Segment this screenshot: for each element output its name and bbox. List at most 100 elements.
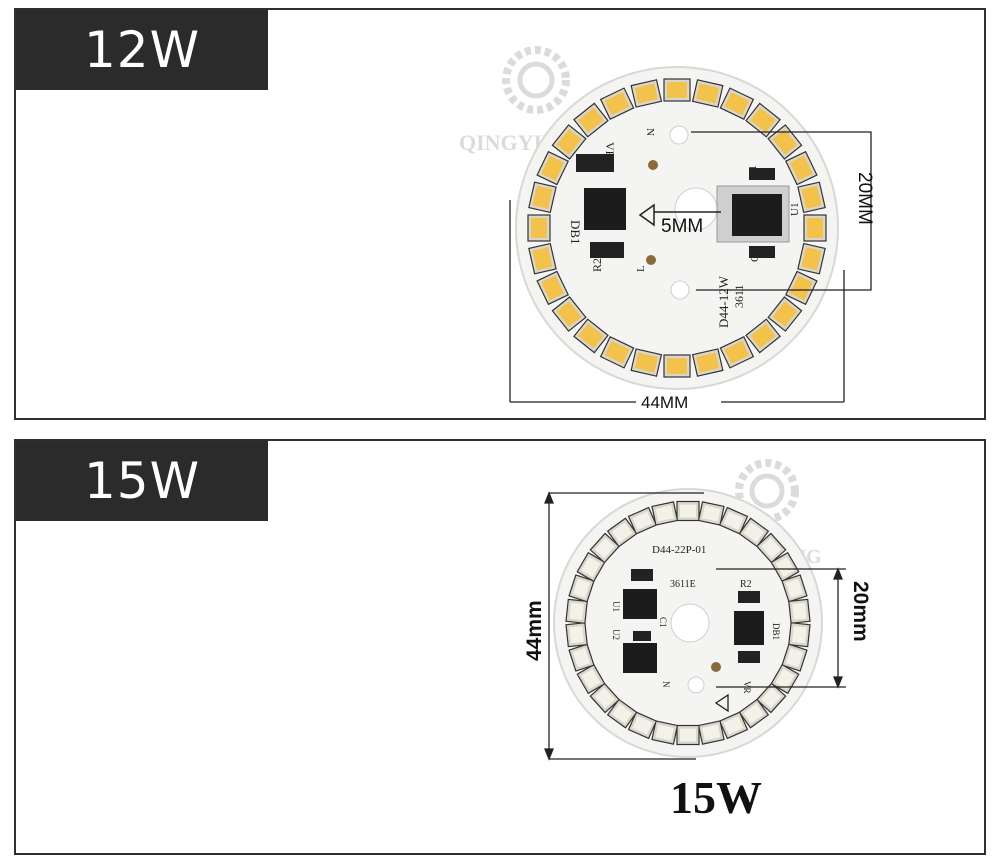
dimension-diameter-12w [509, 200, 845, 403]
12w-led-phosphor [667, 82, 687, 98]
silk-c1-15w: C1 [658, 617, 668, 628]
silk-r2-15w: R2 [740, 579, 752, 590]
dimension-diameter-15w [544, 491, 704, 761]
12w-led-phosphor [667, 358, 687, 374]
15w-led-phosphor [581, 556, 601, 578]
12w-led-phosphor [772, 301, 798, 327]
board-code-12w: D44-12W [716, 275, 731, 328]
12w-led-phosphor [541, 275, 565, 301]
12w-led-phosphor [696, 83, 720, 104]
12w-led-phosphor [604, 92, 630, 116]
15w-led-phosphor [702, 724, 721, 741]
wattage-label-15w: 15W [83, 452, 201, 510]
15w-led-phosphor [632, 511, 653, 530]
12w-led-phosphor [750, 323, 776, 349]
15w-led-phosphor [655, 505, 674, 522]
driver-ic-u1-15w: U1 [611, 569, 657, 619]
15w-led-phosphor [611, 522, 633, 543]
12w-led-phosphor [801, 185, 822, 209]
silk-n-12w: N [644, 128, 656, 136]
12w-led-phosphor [724, 92, 750, 116]
15w-led-phosphor [569, 602, 584, 620]
dim-spacing-label-15w: 20mm [849, 581, 872, 642]
warning-triangle-icon [638, 203, 655, 227]
15w-led-phosphor [761, 537, 782, 559]
silk-c1-12w: C1 [749, 249, 761, 262]
dimension-spacing-12w [691, 131, 872, 291]
12w-led-phosphor [604, 340, 630, 364]
dim-hole-label-12w: 5MM [661, 216, 703, 237]
driver-ic-12w: R1 U1 C1 [716, 165, 801, 262]
15w-led-phosphor [581, 668, 601, 690]
silk-vr-12w: VR [603, 142, 617, 159]
12w-led-phosphor [801, 247, 822, 271]
silk-db-15w: DB1 [771, 623, 781, 640]
bridge-rectifier-12w: DB1 VR R2 [568, 142, 626, 272]
12w-led-phosphor [634, 83, 658, 104]
led-ring-12w [527, 78, 827, 378]
12w-led-phosphor [578, 323, 604, 349]
15w-led-phosphor [723, 716, 744, 735]
mount-hole-top-12w [669, 125, 689, 145]
15w-led-phosphor [702, 505, 721, 522]
12w-led-phosphor [531, 218, 547, 238]
silk-db1-12w: DB1 [568, 220, 583, 245]
15w-led-phosphor [594, 687, 615, 709]
15w-led-phosphor [792, 602, 807, 620]
silk-u1-12w: U1 [789, 203, 801, 216]
15w-led-phosphor [594, 537, 615, 559]
12w-led-phosphor [532, 247, 553, 271]
15w-led-phosphor [611, 703, 633, 724]
12w-led-phosphor [789, 155, 813, 181]
12w-led-phosphor [750, 107, 776, 133]
pcb-disc-12w [515, 66, 839, 390]
15w-led-phosphor [743, 522, 765, 543]
15w-led-phosphor [723, 511, 744, 530]
dim-spacing-label-12w: 20MM [854, 172, 875, 225]
center-hole-15w [670, 603, 710, 643]
silk-r1-12w: R1 [747, 165, 759, 178]
15w-led-phosphor [680, 504, 696, 518]
15w-led-phosphor [572, 578, 591, 599]
12w-led-phosphor [772, 129, 798, 155]
dimension-hole-12w: 5MM [654, 211, 721, 237]
12w-led-phosphor [789, 275, 813, 301]
panel-15w: 15W QINGYING D44-22P-01 3611E U1 U2 C1 [14, 439, 986, 855]
solder-pad-15w [711, 662, 721, 672]
12w-led-phosphor [541, 155, 565, 181]
15w-led-phosphor [743, 703, 765, 724]
mount-hole-bottom-15w [687, 676, 705, 694]
15w-led-phosphor [761, 687, 782, 709]
pcb-illustration-12w: QINGYING DB1 VR R2 N L R1 U1 [459, 46, 875, 412]
silk-n-15w: N [661, 681, 671, 688]
pcb-illustration-15w: QINGYING D44-22P-01 3611E U1 U2 C1 R2 DB… [523, 459, 872, 761]
15w-led-phosphor [632, 716, 653, 735]
chip-code-12w: 3611 [732, 284, 746, 308]
15w-led-phosphor [655, 724, 674, 741]
silk-r2-12w: R2 [590, 258, 604, 272]
12w-led-phosphor [556, 129, 582, 155]
15w-led-phosphor [785, 647, 804, 668]
wattage-tag-15w: 15W [16, 441, 268, 521]
solder-pad-l-12w [646, 255, 656, 265]
dim-diameter-label-15w: 44mm [523, 600, 546, 661]
12w-led-phosphor [532, 185, 553, 209]
12w-led-phosphor [634, 352, 658, 373]
silk-u2-15w: U2 [611, 629, 621, 640]
driver-ic-u2-15w: U2 C1 [611, 617, 668, 673]
warning-triangle-icon-15w [714, 693, 729, 713]
board-code-15w: D44-22P-01 [652, 544, 706, 556]
15w-led-phosphor [775, 668, 795, 690]
12w-led-phosphor [556, 301, 582, 327]
silk-l-12w: L [635, 265, 647, 272]
12w-led-phosphor [696, 352, 720, 373]
15w-led-phosphor [775, 556, 795, 578]
12w-led-phosphor [724, 340, 750, 364]
solder-pad-n-12w [648, 160, 658, 170]
dim-diameter-label-12w: 44MM [641, 393, 688, 412]
15w-led-phosphor [680, 728, 696, 742]
wattage-tag-12w: 12W [16, 10, 268, 90]
mount-hole-bottom-12w [670, 280, 690, 300]
chip-code-15w: 3611E [670, 579, 696, 590]
caption-15w: 15W [670, 772, 762, 823]
